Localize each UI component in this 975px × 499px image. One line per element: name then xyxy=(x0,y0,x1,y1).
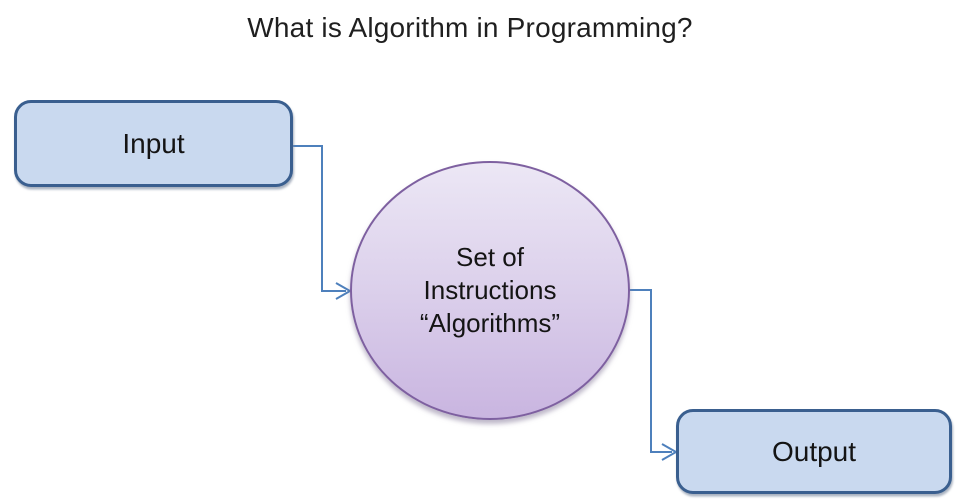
node-input: Input xyxy=(14,100,293,187)
node-input-label: Input xyxy=(122,127,185,159)
connector-input-to-process xyxy=(293,145,353,300)
diagram-title: What is Algorithm in Programming? xyxy=(247,12,693,43)
process-line-1: Set of xyxy=(456,242,524,272)
node-output-label: Output xyxy=(771,435,857,467)
process-line-2: Instructions xyxy=(423,275,557,305)
node-process: Set of Instructions “Algorithms” xyxy=(350,161,630,420)
elbow-connector-line xyxy=(628,289,672,453)
process-line-3: “Algorithms” xyxy=(419,308,561,338)
node-output: Output xyxy=(676,409,952,494)
connector-process-to-output xyxy=(628,289,679,461)
elbow-connector-line xyxy=(293,145,346,292)
